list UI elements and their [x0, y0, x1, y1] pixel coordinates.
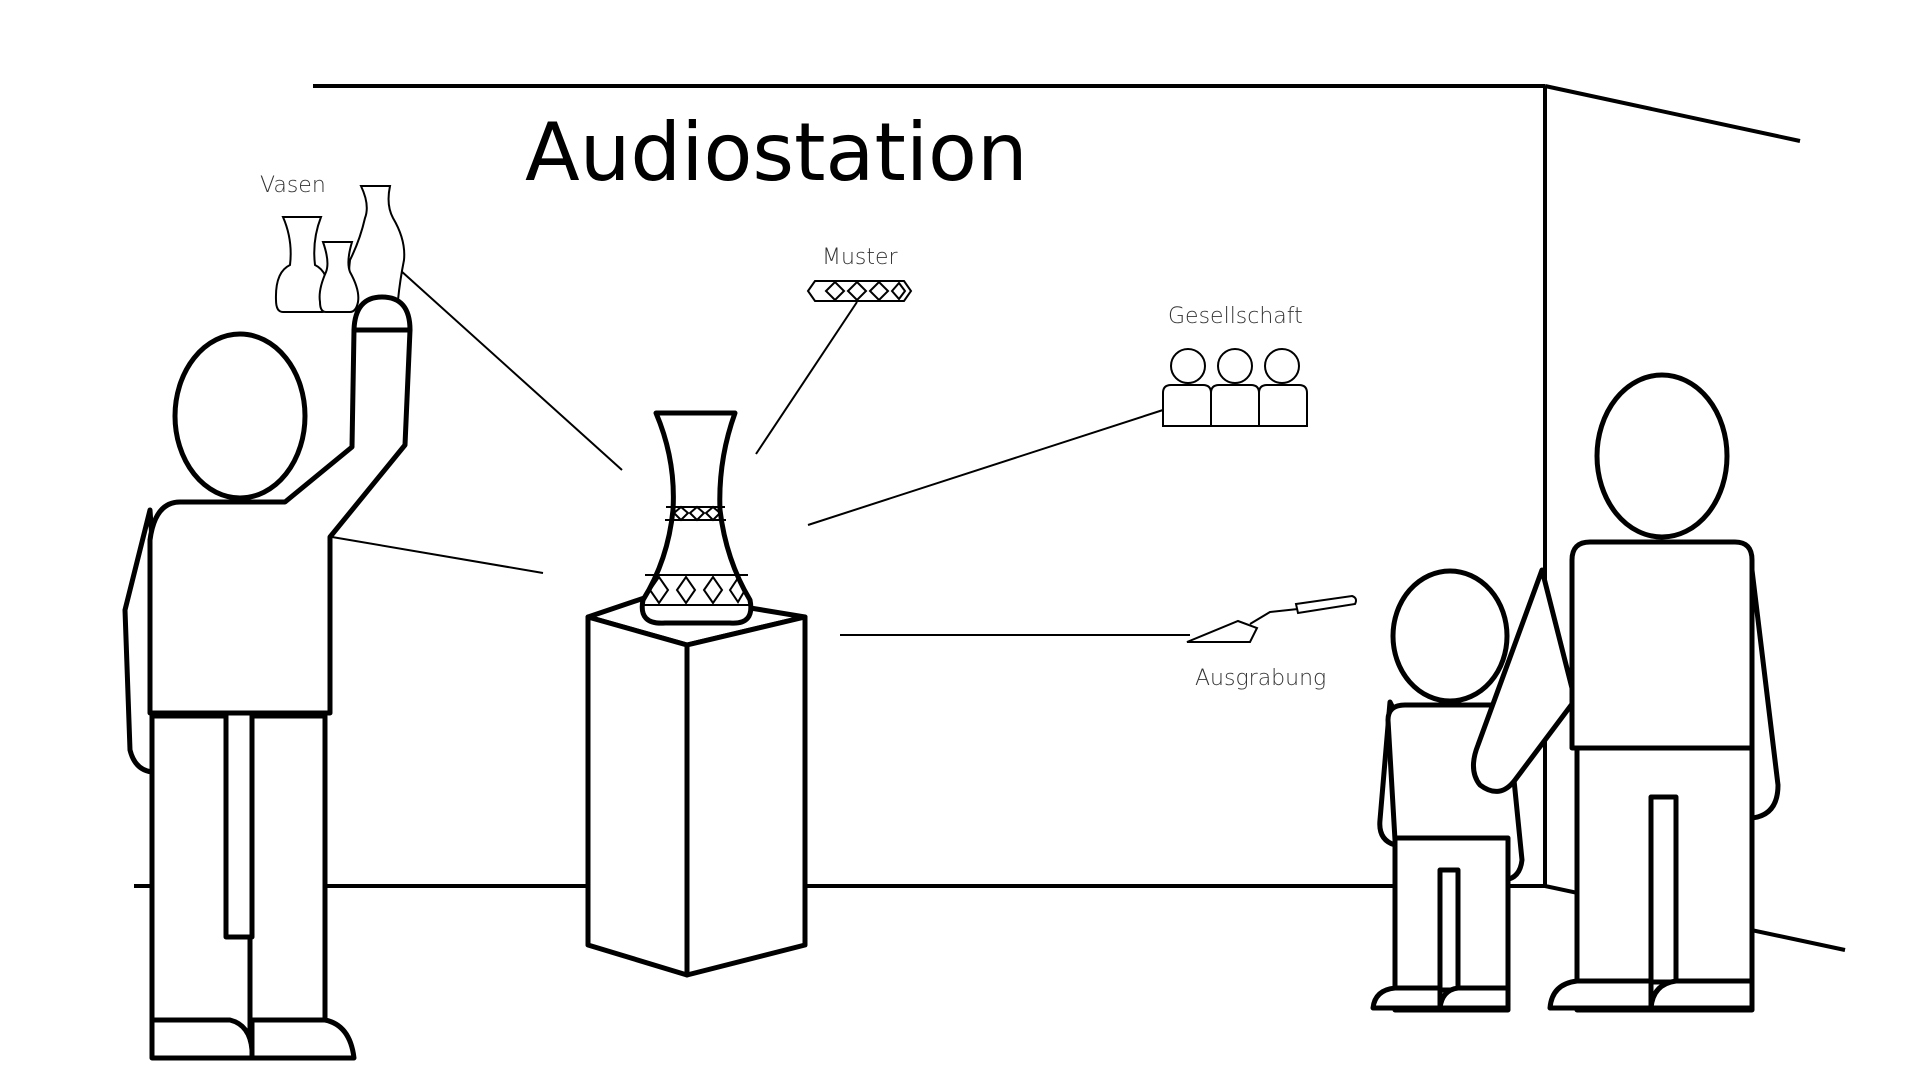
leg-gap — [1648, 794, 1679, 985]
pedestal-left-face — [585, 614, 690, 978]
vasen-item[interactable]: Vasen — [260, 173, 406, 314]
arm — [122, 507, 155, 775]
ausgrabung-item[interactable]: Ausgrabung — [1186, 594, 1357, 691]
shoe — [1648, 978, 1755, 1011]
visitor-adult — [1471, 372, 1781, 1013]
vase-icon — [274, 216, 331, 313]
head — [1390, 568, 1510, 704]
head — [1594, 372, 1730, 540]
shoe — [149, 1017, 255, 1061]
connector-lines — [331, 269, 1190, 636]
gesellschaft-item[interactable]: Gesellschaft — [1162, 304, 1308, 427]
shoe — [1370, 985, 1443, 1011]
shoe — [1547, 978, 1654, 1011]
visitor-left — [122, 294, 413, 1061]
central-vase[interactable] — [639, 410, 754, 626]
connector-vasen — [399, 269, 623, 471]
pedestal-right-face — [684, 614, 808, 978]
connector-muster — [755, 301, 858, 455]
torso — [1569, 539, 1755, 751]
connector-gesellschaft — [807, 409, 1164, 526]
ausgrabung-label: Ausgrabung — [1195, 666, 1326, 691]
muster-label: Muster — [822, 245, 899, 270]
leg-gap — [1437, 867, 1461, 993]
muster-item[interactable]: Muster — [806, 245, 913, 302]
vase-icon — [318, 241, 360, 313]
gesellschaft-label: Gesellschaft — [1168, 304, 1303, 329]
arm-holding-hand — [1471, 567, 1578, 794]
shoe — [1437, 985, 1511, 1011]
shoe — [249, 1017, 357, 1061]
vasen-label: Vasen — [260, 173, 326, 198]
people-group-icon — [1162, 348, 1308, 427]
hand — [351, 294, 413, 333]
vase-icon — [639, 410, 754, 626]
pattern-icon — [806, 280, 913, 302]
page-title: Audiostation — [525, 106, 1028, 199]
side-wall-top-edge — [1544, 84, 1801, 143]
connector-visitor — [331, 536, 544, 574]
torso — [147, 327, 413, 716]
head — [172, 331, 308, 501]
arm — [1749, 567, 1781, 821]
pedestal — [585, 590, 808, 978]
trowel-icon — [1186, 594, 1357, 643]
